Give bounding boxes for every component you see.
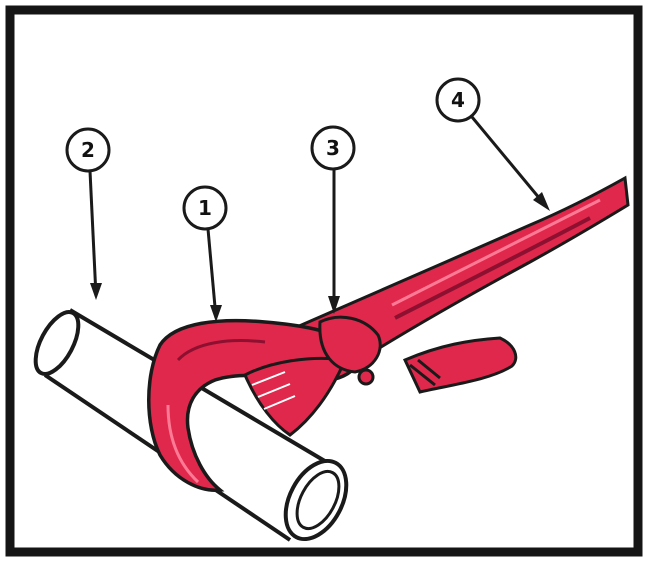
- callout-2-label: 2: [81, 138, 95, 162]
- pivot-pin: [359, 370, 373, 384]
- callout-1-label: 1: [198, 196, 212, 220]
- callout-4-label: 4: [451, 88, 465, 112]
- callout-3-label: 3: [326, 136, 340, 160]
